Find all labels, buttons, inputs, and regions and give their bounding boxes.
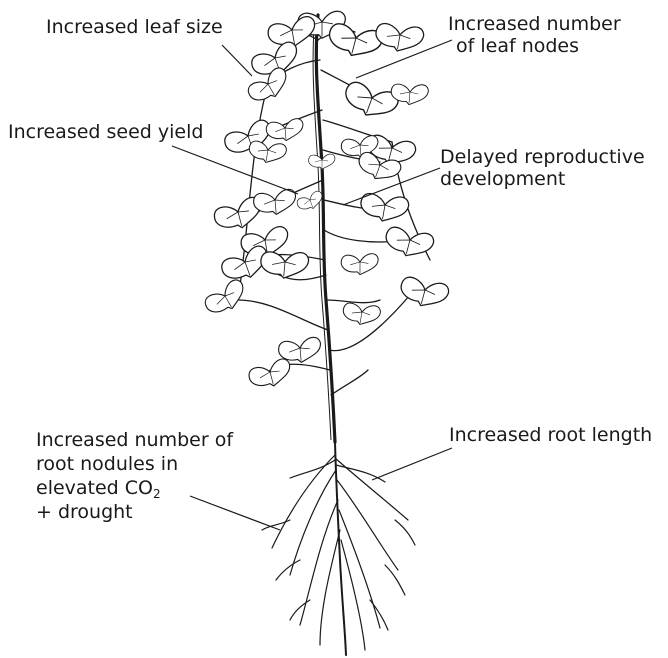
reproductive-line-2: development — [440, 168, 645, 190]
roots — [262, 442, 415, 655]
label-seed-yield: Increased seed yield — [8, 121, 203, 143]
leaf-size-text: Increased leaf size — [46, 16, 223, 38]
label-root-length: Increased root length — [449, 424, 652, 446]
seed-yield-text: Increased seed yield — [8, 121, 203, 143]
label-reproductive-development: Delayed reproductive development — [440, 146, 645, 190]
leaves — [202, 11, 451, 391]
co2-text: elevated CO — [36, 477, 153, 499]
root-nodules-line-3: elevated CO2 — [36, 476, 233, 500]
root-nodules-line-1: Increased number of — [36, 428, 233, 452]
root-length-text: Increased root length — [449, 424, 652, 446]
label-root-nodules: Increased number of root nodules in elev… — [36, 428, 233, 524]
label-leaf-nodes: Increased number of leaf nodes — [448, 13, 621, 57]
co2-subscript: 2 — [153, 487, 161, 501]
reproductive-line-1: Delayed reproductive — [440, 146, 645, 168]
leaf-nodes-line-2: of leaf nodes — [448, 35, 621, 57]
root-nodules-line-4: + drought — [36, 500, 233, 524]
leaf-nodes-line-1: Increased number — [448, 13, 621, 35]
label-leaf-size: Increased leaf size — [46, 16, 223, 38]
root-nodules-line-2: root nodules in — [36, 452, 233, 476]
